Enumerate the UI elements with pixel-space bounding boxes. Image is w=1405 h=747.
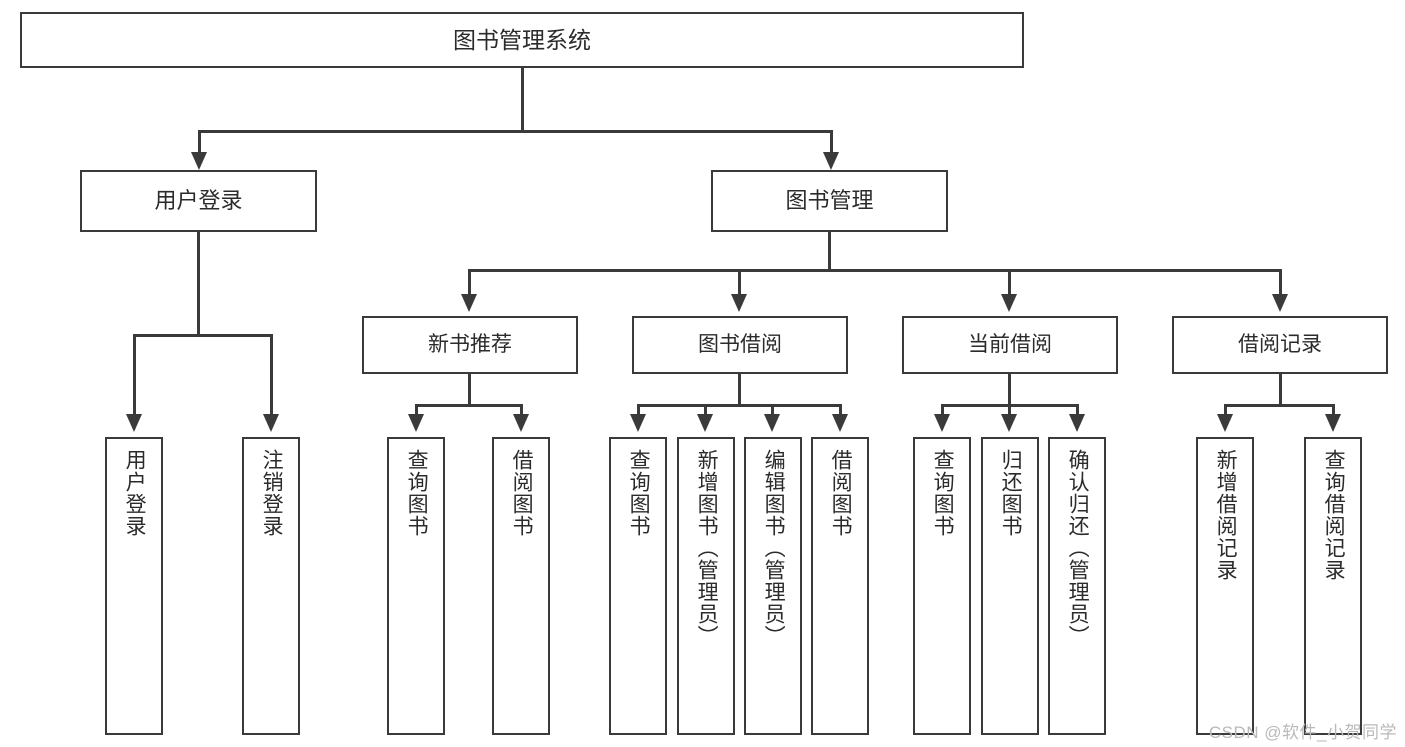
node-label: 新书推荐 xyxy=(428,332,512,356)
connector-nbr-bar xyxy=(415,404,522,407)
arrow-bb-leaf-1 xyxy=(630,414,646,432)
arrow-user-login-leaf-2 xyxy=(263,414,279,432)
node-label: 编辑图书（管理员） xyxy=(762,449,786,647)
node-label: 图书管理系统 xyxy=(453,26,591,53)
connector-br-stem xyxy=(1279,374,1282,406)
node-label: 图书借阅 xyxy=(698,332,782,356)
node-label: 查询借阅记录 xyxy=(1322,449,1346,581)
arrow-cb-leaf-1 xyxy=(934,414,950,432)
connector-bb-branch-1 xyxy=(637,404,640,418)
node-label: 确认归还（管理员） xyxy=(1066,449,1090,647)
connector-root-stem xyxy=(521,68,524,131)
node-label: 新增图书（管理员） xyxy=(695,449,719,647)
connector-user-login-bar xyxy=(133,334,272,337)
node-label: 借阅图书 xyxy=(829,449,853,537)
leaf-book-borrow-2[interactable]: 编辑图书（管理员） xyxy=(744,437,802,735)
connector-cb-branch-3 xyxy=(1076,404,1079,418)
connector-bm-branch-2 xyxy=(738,269,741,297)
node-new-book-recommend[interactable]: 新书推荐 xyxy=(362,316,578,374)
arrow-nbr-leaf-1 xyxy=(408,414,424,432)
arrow-br-leaf-2 xyxy=(1325,414,1341,432)
arrow-nbr-leaf-2 xyxy=(513,414,529,432)
node-label: 新增借阅记录 xyxy=(1214,449,1238,581)
connector-nbr-stem xyxy=(468,374,471,406)
node-borrow-record[interactable]: 借阅记录 xyxy=(1172,316,1388,374)
node-label: 查询图书 xyxy=(405,449,429,537)
leaf-book-borrow-1[interactable]: 新增图书（管理员） xyxy=(677,437,735,735)
connector-bb-stem xyxy=(738,374,741,406)
connector-root-to-book-management xyxy=(830,130,833,156)
leaf-current-borrow-2[interactable]: 确认归还（管理员） xyxy=(1048,437,1106,735)
arrow-br-leaf-1 xyxy=(1217,414,1233,432)
leaf-book-borrow-3[interactable]: 借阅图书 xyxy=(811,437,869,735)
leaf-book-borrow-0[interactable]: 查询图书 xyxy=(609,437,667,735)
arrow-root-to-user-login xyxy=(191,152,207,170)
connector-bm-branch-4 xyxy=(1279,269,1282,297)
connector-user-login-branch-1 xyxy=(133,334,136,418)
connector-root-bar xyxy=(198,130,833,133)
node-label: 查询图书 xyxy=(931,449,955,537)
connector-bb-branch-2 xyxy=(704,404,707,418)
arrow-bb-leaf-2 xyxy=(697,414,713,432)
connector-nbr-branch-1 xyxy=(415,404,418,418)
node-label: 归还图书 xyxy=(999,449,1023,537)
leaf-user-login-0[interactable]: 用户登录 xyxy=(105,437,163,735)
node-book-borrow[interactable]: 图书借阅 xyxy=(632,316,848,374)
arrow-user-login-leaf-1 xyxy=(126,414,142,432)
arrow-bb-leaf-3 xyxy=(764,414,780,432)
connector-bm-branch-3 xyxy=(1008,269,1011,297)
node-root-book-management-system[interactable]: 图书管理系统 xyxy=(20,12,1024,68)
connector-cb-branch-2 xyxy=(1008,404,1011,418)
arrow-bm-to-new-book-recommend xyxy=(461,294,477,312)
connector-bm-branch-1 xyxy=(468,269,471,297)
arrow-bm-to-book-borrow xyxy=(731,294,747,312)
leaf-new-book-recommend-0[interactable]: 查询图书 xyxy=(387,437,445,735)
connector-cb-stem xyxy=(1008,374,1011,406)
node-label: 用户登录 xyxy=(123,449,147,537)
leaf-current-borrow-1[interactable]: 归还图书 xyxy=(981,437,1039,735)
connector-nbr-branch-2 xyxy=(520,404,523,418)
arrow-cb-leaf-3 xyxy=(1069,414,1085,432)
connector-user-login-branch-2 xyxy=(270,334,273,418)
node-label: 当前借阅 xyxy=(968,332,1052,356)
connector-book-management-bar xyxy=(468,269,1282,272)
leaf-borrow-record-0[interactable]: 新增借阅记录 xyxy=(1196,437,1254,735)
node-label: 图书管理 xyxy=(785,188,874,214)
connector-br-branch-1 xyxy=(1224,404,1227,418)
connector-bb-branch-4 xyxy=(839,404,842,418)
node-user-login[interactable]: 用户登录 xyxy=(80,170,317,232)
connector-cb-branch-1 xyxy=(941,404,944,418)
leaf-current-borrow-0[interactable]: 查询图书 xyxy=(913,437,971,735)
arrow-bm-to-current-borrow xyxy=(1001,294,1017,312)
node-label: 注销登录 xyxy=(260,449,284,537)
connector-br-branch-2 xyxy=(1332,404,1335,418)
arrow-cb-leaf-2 xyxy=(1001,414,1017,432)
leaf-borrow-record-1[interactable]: 查询借阅记录 xyxy=(1304,437,1362,735)
connector-bb-bar xyxy=(637,404,841,407)
arrow-root-to-book-management xyxy=(823,152,839,170)
connector-book-management-stem xyxy=(828,232,831,271)
arrow-bm-to-borrow-record xyxy=(1272,294,1288,312)
connector-root-to-user-login xyxy=(198,130,201,156)
node-label: 查询图书 xyxy=(627,449,651,537)
node-label: 用户登录 xyxy=(154,188,243,214)
connector-bb-branch-3 xyxy=(771,404,774,418)
leaf-new-book-recommend-1[interactable]: 借阅图书 xyxy=(492,437,550,735)
node-label: 借阅图书 xyxy=(510,449,534,537)
arrow-bb-leaf-4 xyxy=(832,414,848,432)
leaf-user-login-1[interactable]: 注销登录 xyxy=(242,437,300,735)
connector-br-bar xyxy=(1224,404,1334,407)
node-label: 借阅记录 xyxy=(1238,332,1322,356)
node-current-borrow[interactable]: 当前借阅 xyxy=(902,316,1118,374)
node-book-management[interactable]: 图书管理 xyxy=(711,170,948,232)
connector-user-login-stem xyxy=(197,232,200,336)
